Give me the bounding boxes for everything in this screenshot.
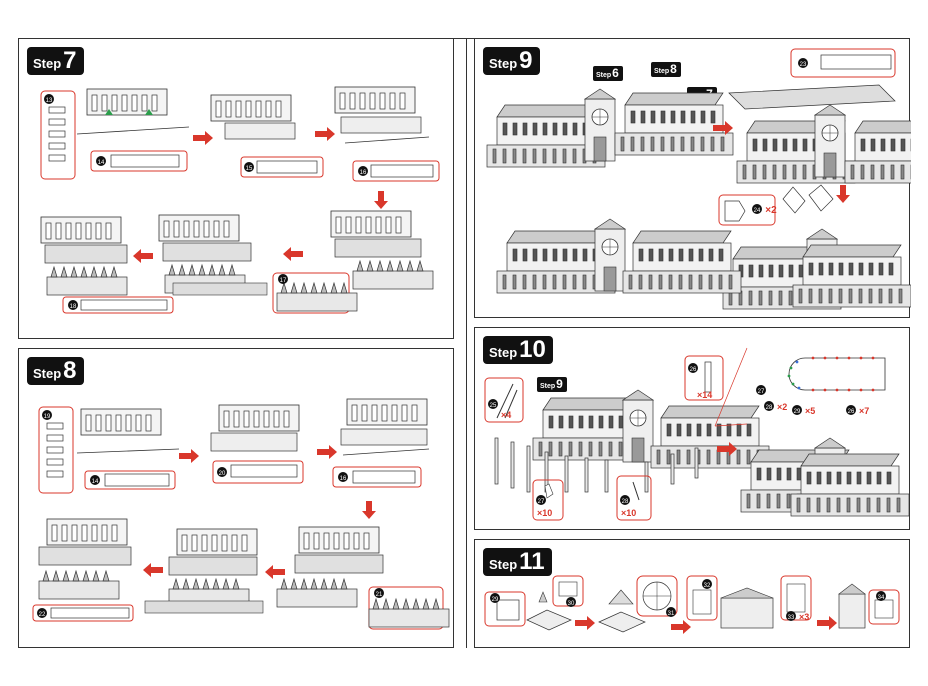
svg-text:34: 34 xyxy=(878,595,885,601)
part-33-box: 33 ×3 xyxy=(780,575,812,622)
svg-text:19: 19 xyxy=(44,414,51,420)
svg-text:18: 18 xyxy=(70,304,77,310)
part-15-box: 15 xyxy=(240,156,324,178)
part-32-box: 32 xyxy=(686,575,718,621)
svg-text:16: 16 xyxy=(340,476,347,482)
svg-text:26: 26 xyxy=(848,409,855,415)
svg-text:23: 23 xyxy=(800,62,807,68)
part-23-box: 23 xyxy=(790,48,896,78)
svg-text:20: 20 xyxy=(219,471,226,477)
part-31-box: 31 xyxy=(636,575,678,617)
svg-text:×2: ×2 xyxy=(777,402,787,412)
part-17-box: 17 xyxy=(272,272,358,314)
part-16b-box: 16 xyxy=(332,466,422,488)
svg-text:33: 33 xyxy=(788,615,795,621)
part-18-box: 18 xyxy=(62,296,174,314)
svg-text:×3: ×3 xyxy=(799,612,809,622)
part-27-box: 27 ×10 xyxy=(532,479,564,521)
part-14-box: 14 xyxy=(90,150,188,172)
svg-text:25: 25 xyxy=(490,403,497,409)
svg-text:29: 29 xyxy=(492,597,499,603)
svg-text:27: 27 xyxy=(758,389,765,395)
svg-text:×10: ×10 xyxy=(537,508,552,518)
svg-text:24: 24 xyxy=(754,208,761,214)
svg-text:×14: ×14 xyxy=(697,390,712,400)
part-29-box: 29 xyxy=(484,591,526,627)
part-34-box: 34 xyxy=(868,589,900,625)
part-16-box: 16 xyxy=(352,160,440,182)
svg-text:15: 15 xyxy=(246,166,253,172)
step-11-diagram: 29 30 31 32 xyxy=(484,575,900,634)
svg-text:21: 21 xyxy=(376,592,383,598)
step-7-diagram: 13 14 15 16 xyxy=(40,86,440,314)
svg-text:16: 16 xyxy=(360,170,367,176)
svg-text:29: 29 xyxy=(794,409,801,415)
part-14b-box: 14 xyxy=(84,470,176,490)
svg-text:32: 32 xyxy=(704,583,711,589)
step-10-diagram: 25 ×4 26 ×14 xyxy=(484,347,910,521)
svg-text:26: 26 xyxy=(690,367,697,373)
svg-text:17: 17 xyxy=(280,278,287,284)
svg-text:×2: ×2 xyxy=(765,205,777,216)
svg-text:27: 27 xyxy=(538,499,545,505)
part-21-box: 21 xyxy=(368,586,450,630)
svg-text:31: 31 xyxy=(668,611,675,617)
svg-text:14: 14 xyxy=(98,160,105,166)
part-25-box-left: 25 xyxy=(484,377,524,423)
svg-text:13: 13 xyxy=(46,98,53,104)
svg-text:14: 14 xyxy=(92,479,99,485)
svg-text:×4: ×4 xyxy=(501,410,511,420)
part-25-box-top: 26 ×14 xyxy=(684,355,724,401)
part-20-box: 20 xyxy=(212,460,304,484)
svg-text:×5: ×5 xyxy=(805,406,815,416)
svg-text:30: 30 xyxy=(568,601,575,607)
part-30-box: 30 xyxy=(552,575,584,607)
svg-text:22: 22 xyxy=(39,612,46,618)
part-19-box: 19 xyxy=(38,406,74,494)
part-24-box: 24 ×2 xyxy=(718,194,777,226)
svg-text:×10: ×10 xyxy=(621,508,636,518)
svg-text:28: 28 xyxy=(766,405,773,411)
svg-text:×7: ×7 xyxy=(859,406,869,416)
center-rule xyxy=(466,38,467,648)
part-28-box: 28 ×10 xyxy=(616,475,652,521)
step-8-diagram: 19 14 20 16 xyxy=(32,398,450,630)
top-rule xyxy=(18,38,910,39)
part-22-box: 22 xyxy=(32,604,134,622)
svg-text:28: 28 xyxy=(622,499,629,505)
part-13-box: 13 xyxy=(40,90,76,180)
fence-layout-diagram: 27 28 ×2 29 ×5 26 ×7 xyxy=(756,356,886,416)
step-9-diagram: 23 24 ×2 xyxy=(486,48,911,310)
